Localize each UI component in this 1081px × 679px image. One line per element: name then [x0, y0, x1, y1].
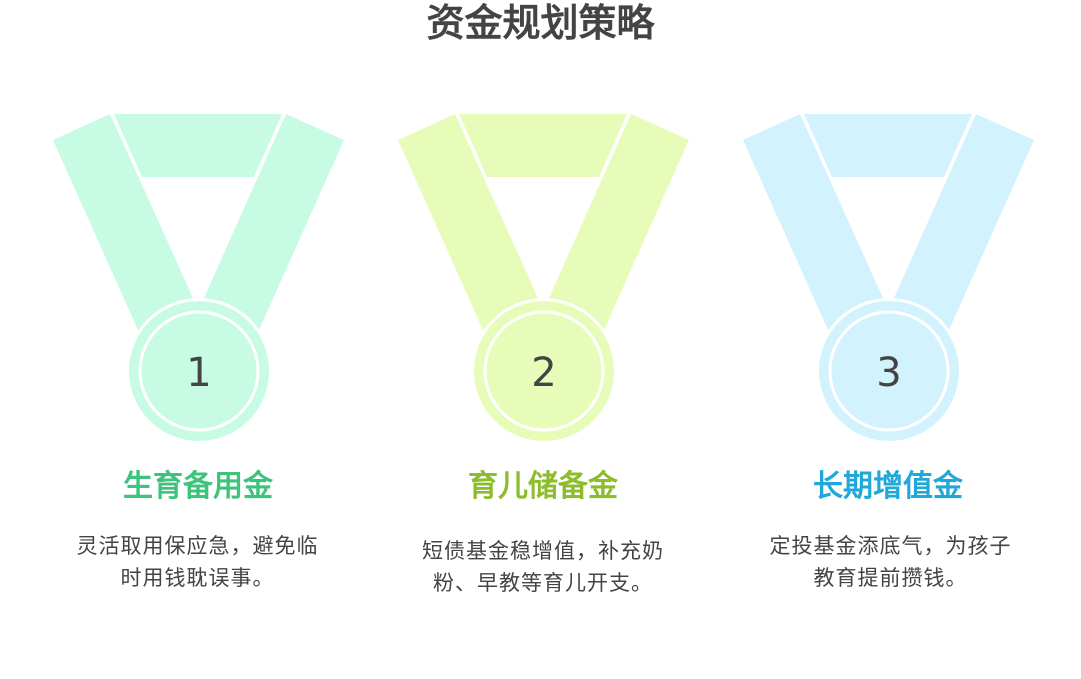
ribbon-right: [549, 114, 689, 330]
medal-number: 2: [531, 350, 556, 396]
medal-3: 3: [743, 114, 1034, 444]
ribbon-left: [743, 114, 883, 330]
ribbon-top: [459, 114, 627, 177]
item-1-title: 生育备用金: [123, 469, 273, 504]
medal-inner: [483, 310, 605, 432]
ribbon-right: [204, 114, 344, 330]
medal-inner: [138, 310, 260, 432]
item-2-title: 育儿储备金: [468, 469, 618, 504]
item-3-description: 定投基金添底气，为孩子教育提前攒钱。: [769, 534, 1012, 590]
ribbon-right: [894, 114, 1034, 330]
page-title: 资金规划策略: [426, 1, 655, 45]
medal-1: 1: [53, 114, 344, 444]
item-1-description: 灵活取用保应急，避免临时用钱耽误事。: [76, 534, 319, 590]
medal-number: 3: [876, 350, 901, 396]
item-2-description: 短债基金稳增值，补充奶粉、早教等育儿开支。: [422, 539, 664, 595]
ribbon-left: [398, 114, 538, 330]
item-3-title: 长期增值金: [813, 469, 963, 504]
medal-inner: [828, 310, 950, 432]
ribbon-left: [53, 114, 193, 330]
ribbon-top: [804, 114, 972, 177]
medal-2: 2: [398, 114, 689, 444]
medal-number: 1: [186, 350, 211, 396]
ribbon-top: [114, 114, 282, 177]
